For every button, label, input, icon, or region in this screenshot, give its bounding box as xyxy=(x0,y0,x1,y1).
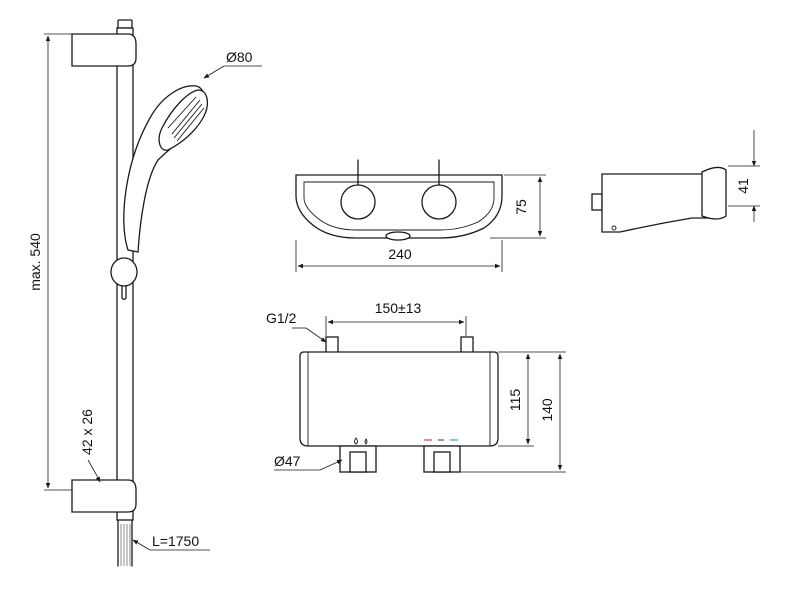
side-view-wall-fitting xyxy=(591,193,603,211)
handshower-diameter-callout: Ø80 xyxy=(203,49,262,79)
side-view-body xyxy=(601,173,713,233)
side-height-dimension: 41 xyxy=(728,130,760,222)
top-view-body xyxy=(295,174,503,239)
inlet-spacing-label: 150±13 xyxy=(375,300,422,316)
side-view-knob xyxy=(701,166,727,220)
outlet-diameter-label: Ø47 xyxy=(274,453,301,469)
body-height-dimension: 115 xyxy=(498,351,534,447)
top-width-label: 240 xyxy=(388,246,412,262)
inlet-thread-label: G1/2 xyxy=(266,310,297,326)
top-width-dimension: 240 xyxy=(295,240,503,272)
hose-texture xyxy=(120,524,131,566)
shower-rail-set xyxy=(71,19,209,567)
left-outlet-nut xyxy=(349,451,367,473)
body-height-label: 115 xyxy=(507,389,523,412)
spray-nozzles xyxy=(167,96,205,142)
water-drop-icon xyxy=(354,437,358,445)
bottom-wall-bracket xyxy=(71,479,137,513)
rail-end-cap xyxy=(117,19,133,29)
hose xyxy=(117,519,133,567)
bracket-size-label: 42 x 26 xyxy=(79,409,95,455)
top-view-outlet xyxy=(385,231,411,241)
thermostat-front-view xyxy=(299,336,499,473)
inlet-spacing-dimension: 150±13 xyxy=(325,300,467,336)
inlet-thread-callout: G1/2 xyxy=(266,310,327,343)
total-height-dimension: 140 xyxy=(460,351,566,473)
water-drop-small-icon xyxy=(364,438,368,445)
top-depth-label: 75 xyxy=(513,199,529,215)
top-wall-bracket xyxy=(71,33,137,67)
thermostat-side-view xyxy=(591,166,727,233)
front-view-body xyxy=(299,351,499,447)
side-view-mark xyxy=(611,225,617,231)
total-height-label: 140 xyxy=(539,398,555,422)
rail-height-dimension: max. 540 xyxy=(27,33,72,491)
bracket-size-callout: 42 x 26 xyxy=(79,409,101,483)
top-view-inner-edge xyxy=(303,181,495,231)
cold-inlet-nut xyxy=(460,336,474,354)
rail-height-label: max. 540 xyxy=(27,233,43,291)
side-height-label: 41 xyxy=(735,178,751,194)
hose-length-callout: L=1750 xyxy=(132,533,210,551)
right-outlet-nut xyxy=(433,451,451,473)
handshower-diameter-label: Ø80 xyxy=(226,49,253,65)
slider-pin xyxy=(121,285,127,301)
outlet-diameter-callout: Ø47 xyxy=(274,453,343,471)
hose-length-label: L=1750 xyxy=(152,533,199,549)
hot-inlet-nut xyxy=(325,336,339,354)
thermostat-top-view xyxy=(295,159,503,241)
top-depth-dimension: 75 xyxy=(490,174,546,239)
slider-knob xyxy=(110,257,138,287)
